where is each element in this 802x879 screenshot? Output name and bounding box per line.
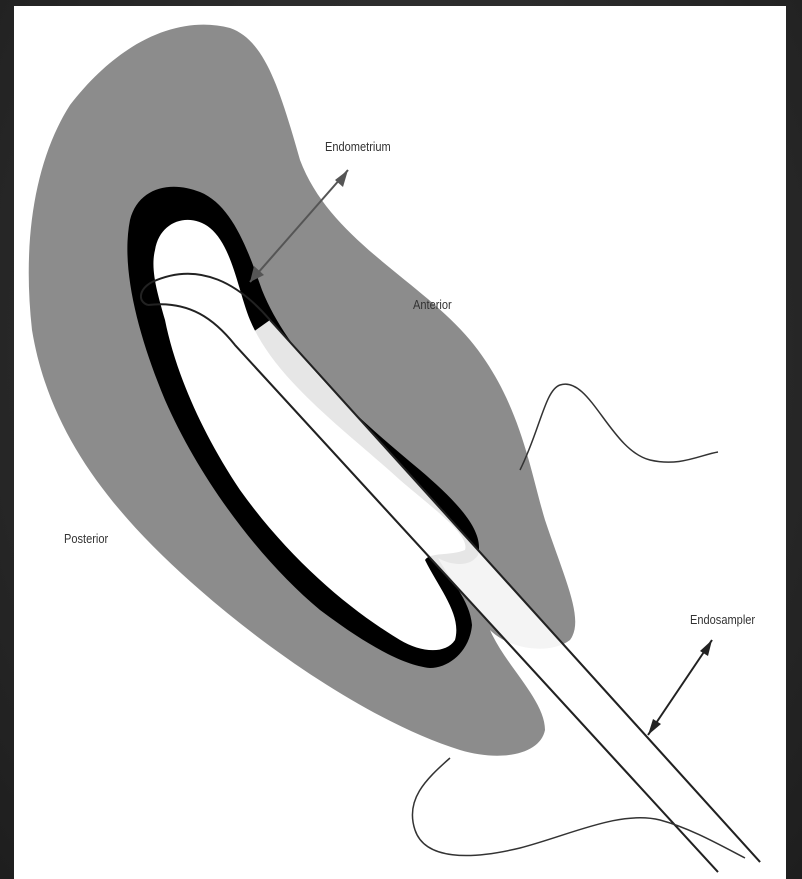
endosampler-label: Endosampler [690, 612, 755, 627]
tissue-outline-upper [520, 384, 718, 470]
posterior-label: Posterior [64, 531, 108, 546]
anterior-label: Anterior [413, 297, 452, 312]
endometrium-label: Endometrium [325, 139, 391, 154]
endosampler-arrow [648, 640, 712, 735]
